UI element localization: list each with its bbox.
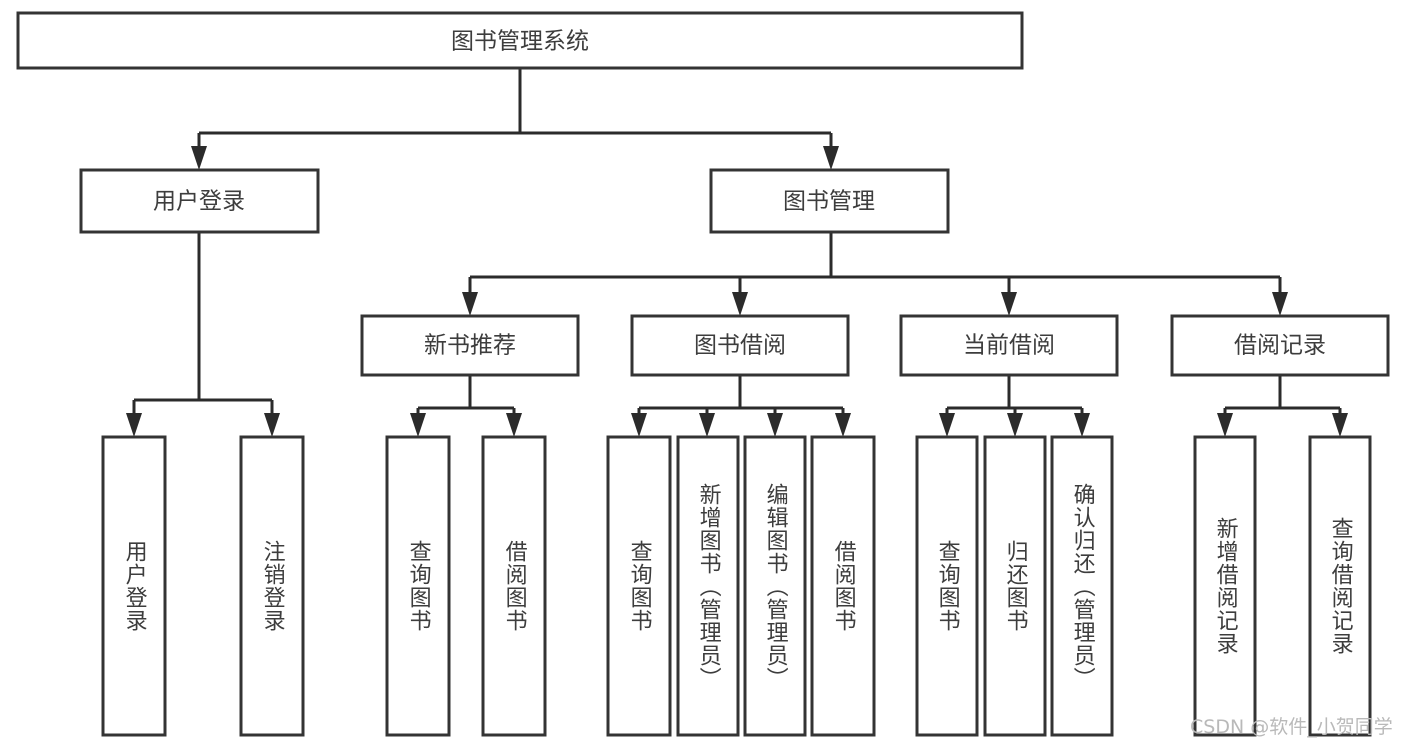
leaf-logout-rect[interactable] (239, 435, 305, 737)
arrow-to-leaf-query-record-icon (1332, 413, 1348, 437)
leaf-add-record-rect[interactable] (1193, 435, 1257, 737)
arrow-to-leaf-edit-book-icon (767, 413, 783, 437)
leaf-add-book-rect[interactable] (676, 435, 740, 737)
leaf-query-book-2-rect[interactable] (606, 435, 672, 737)
connector-group-book-manage (462, 232, 1288, 316)
arrow-to-borrow-record-icon (1272, 292, 1288, 316)
leaf-query-book-1-rect[interactable] (385, 435, 451, 737)
node-new-book-recommend[interactable]: 新书推荐 (360, 314, 580, 377)
arrow-to-current-borrow-icon (1001, 292, 1017, 316)
node-current-borrow-label: 当前借阅 (963, 333, 1055, 359)
arrow-to-leaf-logout-icon (264, 413, 280, 437)
leaf-query-record-rect[interactable] (1308, 435, 1372, 737)
leaf-return-book-rect[interactable] (983, 435, 1047, 737)
node-user-login-label: 用户登录 (153, 189, 245, 215)
arrow-to-leaf-borrow-book-1-icon (506, 413, 522, 437)
arrow-to-leaf-add-record-icon (1217, 413, 1233, 437)
leaf-edit-book-rect[interactable] (743, 435, 807, 737)
node-new-book-recommend-rect[interactable] (360, 314, 580, 377)
arrow-to-leaf-borrow-book-2-icon (835, 413, 851, 437)
leaf-user-login-rect[interactable] (101, 435, 167, 737)
node-borrow-record[interactable]: 借阅记录 (1170, 314, 1390, 377)
arrow-to-leaf-return-book-icon (1007, 413, 1023, 437)
node-current-borrow[interactable]: 当前借阅 (899, 314, 1119, 377)
leaf-borrow-book-1-rect[interactable] (481, 435, 547, 737)
arrow-to-book-borrow-icon (732, 292, 748, 316)
node-borrow-record-rect[interactable] (1170, 314, 1390, 377)
node-borrow-record-label: 借阅记录 (1234, 333, 1326, 359)
connector-group-book-borrow (631, 375, 851, 437)
node-book-manage[interactable]: 图书管理 (709, 168, 950, 234)
connector-group-new-book-recommend (410, 375, 522, 437)
leaf-boxes (101, 435, 1372, 737)
leaf-borrow-book-2-rect[interactable] (810, 435, 876, 737)
arrow-to-leaf-query-book-3-icon (939, 413, 955, 437)
arrow-to-leaf-query-book-1-icon (410, 413, 426, 437)
arrow-to-new-book-recommend-icon (462, 292, 478, 316)
connector-group-borrow-record (1217, 375, 1348, 437)
node-book-borrow-rect[interactable] (630, 314, 850, 377)
node-root[interactable]: 图书管理系统 (16, 11, 1024, 70)
arrow-to-leaf-user-login-icon (126, 413, 142, 437)
arrow-to-leaf-confirm-return-icon (1074, 413, 1090, 437)
node-root-rect[interactable] (16, 11, 1024, 70)
node-user-login[interactable]: 用户登录 (79, 168, 320, 234)
arrow-to-leaf-query-book-2-icon (631, 413, 647, 437)
node-book-borrow-label: 图书借阅 (694, 333, 786, 359)
node-user-login-rect[interactable] (79, 168, 320, 234)
connector-group-root (191, 68, 839, 170)
arrow-to-leaf-add-book-icon (699, 413, 715, 437)
arrow-root-to-user-login-icon (191, 146, 207, 170)
leaf-confirm-return-rect[interactable] (1050, 435, 1114, 737)
connector-group-user-login (126, 232, 280, 437)
arrow-root-to-book-manage-icon (823, 146, 839, 170)
csdn-watermark: CSDN @软件_小贺同学 (1190, 716, 1393, 738)
node-current-borrow-rect[interactable] (899, 314, 1119, 377)
leaf-query-book-3-rect[interactable] (915, 435, 979, 737)
node-book-borrow[interactable]: 图书借阅 (630, 314, 850, 377)
node-book-manage-rect[interactable] (709, 168, 950, 234)
node-book-manage-label: 图书管理 (783, 189, 875, 215)
node-new-book-recommend-label: 新书推荐 (424, 333, 516, 359)
node-root-label: 图书管理系统 (451, 29, 589, 55)
connector-group-current-borrow (939, 375, 1090, 437)
